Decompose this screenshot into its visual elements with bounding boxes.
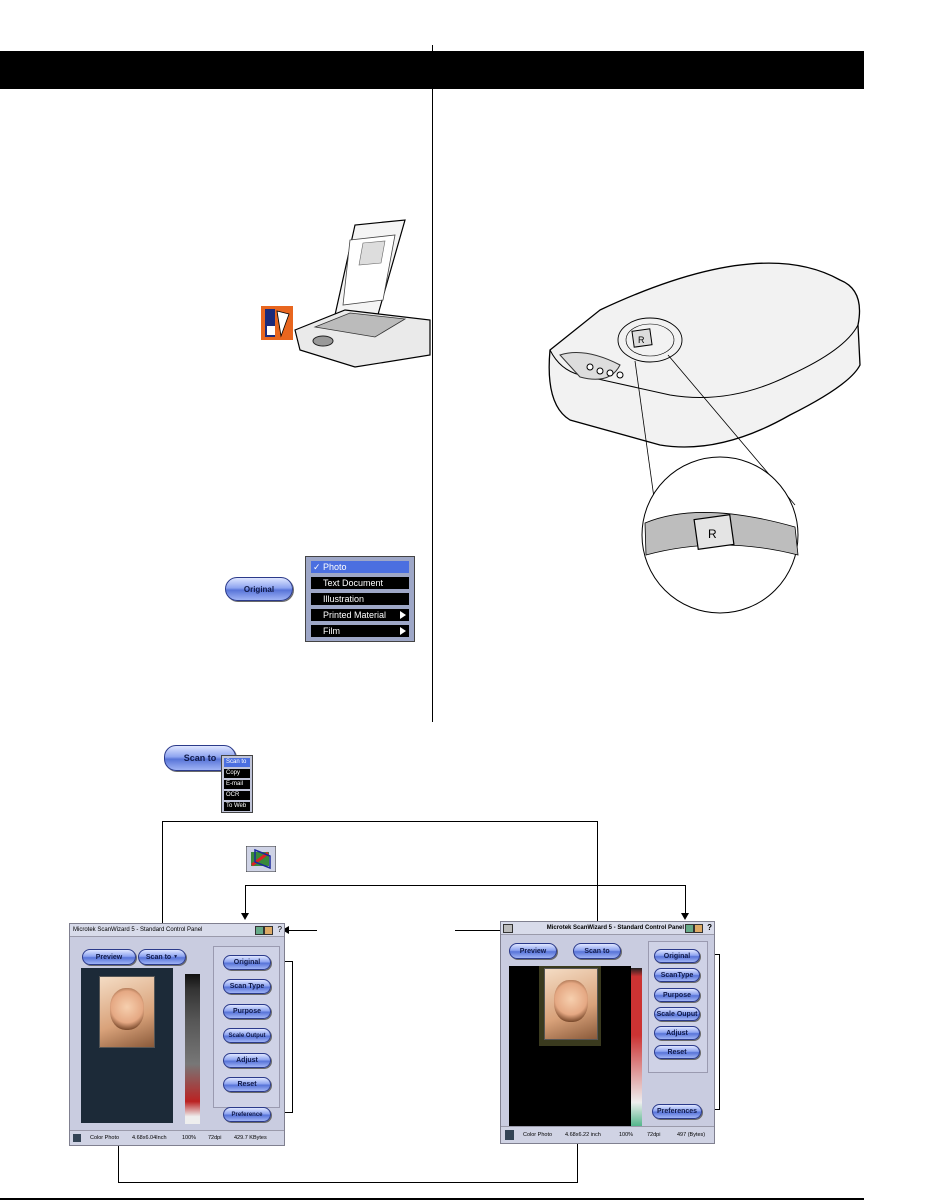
left-scan-to-button[interactable]: Scan to ▼ (138, 949, 186, 965)
scanner-button-zoom-illustration: R R (548, 262, 861, 614)
status-zoom: 100% (182, 1135, 197, 1141)
right-original-button[interactable]: Original (654, 949, 700, 963)
right-adjust-button[interactable]: Adjust (654, 1026, 700, 1040)
status-zoom: 100% (619, 1132, 634, 1138)
submenu-arrow-icon (400, 611, 406, 619)
help-icon[interactable]: ? (277, 925, 282, 934)
connector-line (292, 961, 293, 1113)
preview-photo (544, 968, 598, 1040)
status-image-type: Color Photo (523, 1132, 553, 1138)
menu-item-film[interactable]: Film (311, 625, 409, 637)
preview-photo (99, 976, 155, 1048)
bottom-rule (0, 1198, 864, 1200)
left-panel-title: Microtek ScanWizard 5 - Standard Control… (73, 927, 203, 933)
original-button-label: Original (243, 584, 275, 594)
original-type-menu: ✓ Photo Text Document Illustration Print… (305, 556, 415, 642)
help-icon[interactable]: ? (707, 923, 712, 932)
right-preview-area (509, 966, 631, 1136)
arrowhead-down-icon (681, 913, 689, 920)
scanner-zoomed-button-letter: R (708, 527, 717, 541)
left-histogram-meter (185, 974, 200, 1124)
original-button[interactable]: Original (225, 577, 293, 601)
connector-line (597, 821, 598, 942)
left-panel-titlebar: Microtek ScanWizard 5 - Standard Control… (70, 924, 284, 937)
right-control-panel: Microtek ScanWizard 5 - Standard Control… (500, 921, 715, 1144)
arrowhead-left-icon (282, 926, 289, 934)
menu-icon[interactable] (503, 924, 513, 933)
left-adjust-button[interactable]: Adjust (223, 1053, 271, 1068)
connector-line (685, 885, 686, 917)
arrowhead-down-icon (241, 913, 249, 920)
left-purpose-button[interactable]: Purpose (223, 1004, 271, 1019)
toolbar-icon[interactable] (264, 926, 273, 935)
scan-to-menu-item-copy[interactable]: Copy (224, 769, 250, 778)
toolbar-icon[interactable] (255, 926, 264, 935)
menu-item-text-document[interactable]: Text Document (311, 577, 409, 589)
left-status-bar: Color Photo 4.68x6.04Inch 100% 72dpi 429… (70, 1130, 284, 1145)
scanner-small-button-letter: R (638, 335, 645, 345)
toolbar-icon[interactable] (685, 924, 694, 933)
right-purpose-button[interactable]: Purpose (654, 988, 700, 1002)
menu-item-photo[interactable]: ✓ Photo (311, 561, 409, 573)
status-resolution: 72dpi (208, 1135, 222, 1141)
connector-line (162, 821, 163, 943)
right-status-bar: Color Photo 4.68x6.22 inch 100% 72dpi 49… (501, 1126, 714, 1143)
advanced-mode-icon[interactable] (246, 846, 276, 872)
left-scan-type-button[interactable]: Scan Type (223, 979, 271, 994)
right-scan-type-button[interactable]: ScanType (654, 968, 700, 982)
connector-line (162, 821, 598, 822)
right-reset-button[interactable]: Reset (654, 1045, 700, 1059)
connector-line (287, 930, 317, 931)
status-file-size: 429.7 KBytes (234, 1135, 267, 1141)
column-divider (432, 45, 433, 722)
scan-to-menu-item-email[interactable]: E-mail (224, 780, 250, 789)
right-scale-output-button[interactable]: Scale Ouput (654, 1007, 700, 1021)
connector-line (118, 1182, 578, 1183)
left-scale-output-button[interactable]: Scale Output (223, 1028, 271, 1043)
scan-to-menu-item-scan-to[interactable]: Scan to (224, 758, 250, 767)
right-panel-title: Microtek ScanWizard 5 - Standard Control… (546, 925, 684, 931)
scan-to-button-label: Scan to (183, 753, 217, 763)
status-size: 4.68x6.22 inch (565, 1132, 601, 1138)
scanner-app-icon (261, 306, 293, 340)
right-preferences-button[interactable]: Preferences (652, 1104, 702, 1119)
menu-item-illustration[interactable]: Illustration (311, 593, 409, 605)
info-icon[interactable] (73, 1134, 81, 1142)
connector-line (719, 954, 720, 1110)
right-histogram-meter (631, 968, 642, 1136)
connector-line (455, 930, 500, 931)
scan-to-menu: Scan to Copy E-mail OCR To Web (221, 755, 253, 813)
scan-to-menu-item-to-web[interactable]: To Web (224, 802, 250, 811)
menu-item-printed-material[interactable]: Printed Material (311, 609, 409, 621)
right-preview-button[interactable]: Preview (509, 943, 557, 959)
status-resolution: 72dpi (647, 1132, 661, 1138)
toolbar-icon[interactable] (694, 924, 703, 933)
chevron-down-icon: ▼ (173, 954, 179, 960)
status-file-size: 497 (Bytes) (677, 1132, 706, 1138)
right-panel-titlebar: Microtek ScanWizard 5 - Standard Control… (501, 922, 714, 935)
status-size: 4.68x6.04Inch (132, 1135, 167, 1141)
info-icon[interactable] (505, 1130, 514, 1140)
left-preview-area (81, 968, 173, 1123)
check-mark-icon: ✓ (313, 562, 321, 572)
right-scan-to-button[interactable]: Scan to (573, 943, 621, 959)
connector-line (245, 885, 685, 886)
left-preferences-button[interactable]: Preference (223, 1107, 271, 1122)
left-preview-button[interactable]: Preview (82, 949, 136, 965)
connector-line (245, 885, 246, 917)
left-reset-button[interactable]: Reset (223, 1077, 271, 1092)
scan-to-menu-item-ocr[interactable]: OCR (224, 791, 250, 800)
status-image-type: Color Photo (90, 1135, 120, 1141)
scanner-open-lid-illustration (294, 219, 431, 368)
left-original-button[interactable]: Original (223, 955, 271, 970)
left-control-panel: Microtek ScanWizard 5 - Standard Control… (69, 923, 285, 1146)
submenu-arrow-icon (400, 627, 406, 635)
